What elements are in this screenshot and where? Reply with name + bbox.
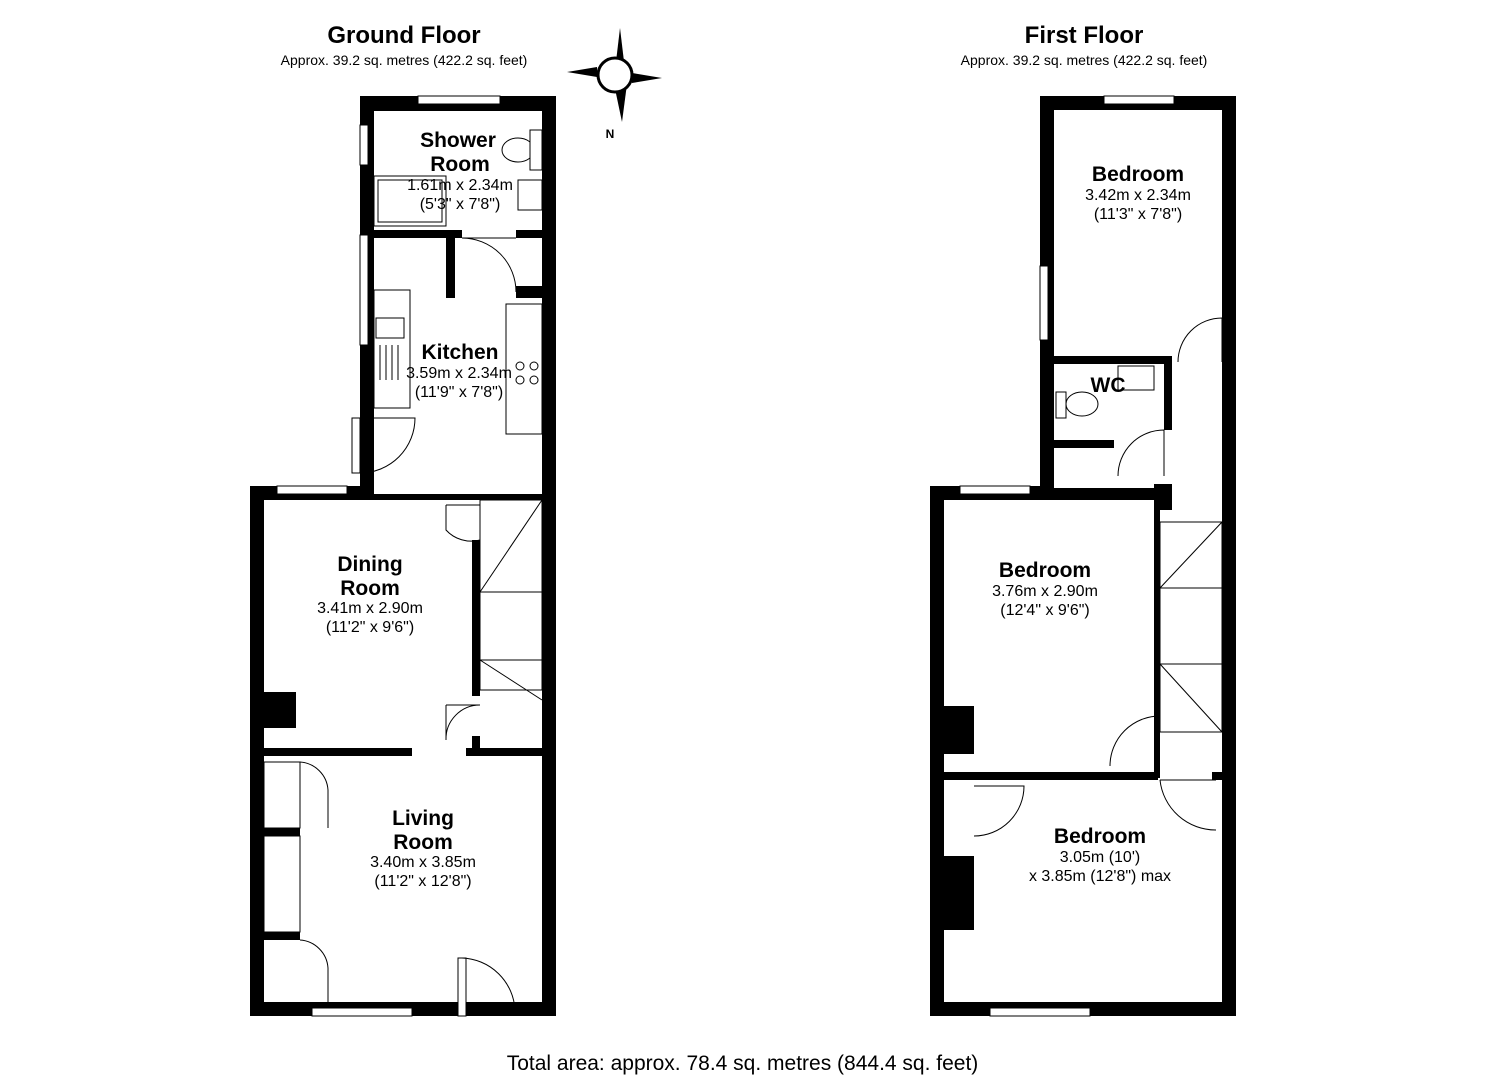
kitchen-dims: 3.59m x 2.34m — [406, 365, 512, 382]
ground-floor-area: Approx. 39.2 sq. metres (422.2 sq. feet) — [280, 52, 528, 68]
first-floor-plan — [930, 95, 1236, 1017]
first-floor-title: First Floor — [1024, 22, 1144, 49]
living-room-dims: 3.40m x 3.85m — [370, 854, 476, 871]
compass-north-label: N — [606, 127, 615, 141]
first-room-labels: Bedroom 3.42m x 2.34m (11'3" x 7'8") WC … — [992, 163, 1191, 885]
shower-room-name-2: Room — [430, 153, 490, 176]
wc-name: WC — [1091, 374, 1126, 397]
middle-bedroom-dims-imperial: (12'4" x 9'6") — [1000, 602, 1090, 619]
kitchen-name: Kitchen — [421, 341, 498, 364]
shower-room-name-1: Shower — [420, 129, 496, 152]
living-room-dims-imperial: (11'2" x 12'8") — [374, 873, 471, 890]
compass-icon: N — [567, 28, 662, 141]
dining-room-dims: 3.41m x 2.90m — [317, 600, 423, 617]
kitchen-dims-imperial: (11'9" x 7'8") — [415, 384, 503, 401]
total-area: Total area: approx. 78.4 sq. metres (844… — [506, 1052, 979, 1075]
living-room-name-2: Room — [393, 831, 453, 854]
front-bedroom-name: Bedroom — [1054, 825, 1146, 848]
living-room-name-1: Living — [392, 807, 454, 830]
front-bedroom-dims-imperial: x 3.85m (12'8") max — [1029, 868, 1171, 885]
ground-floor-title: Ground Floor — [327, 22, 481, 49]
dining-room-name-2: Room — [340, 577, 400, 600]
ground-room-labels: Shower Room 1.61m x 2.34m (5'3" x 7'8") … — [317, 129, 513, 890]
front-bedroom-dims: 3.05m (10') — [1060, 849, 1140, 866]
ground-floor-plan — [250, 95, 556, 1017]
shower-room-dims: 1.61m x 2.34m — [407, 177, 513, 194]
rear-bedroom-name: Bedroom — [1092, 163, 1184, 186]
first-floor-area: Approx. 39.2 sq. metres (422.2 sq. feet) — [960, 52, 1208, 68]
middle-bedroom-name: Bedroom — [999, 559, 1091, 582]
rear-bedroom-dims-imperial: (11'3" x 7'8") — [1094, 206, 1182, 223]
dining-room-name-1: Dining — [337, 553, 402, 576]
dining-room-dims-imperial: (11'2" x 9'6") — [326, 619, 414, 636]
middle-bedroom-dims: 3.76m x 2.90m — [992, 583, 1098, 600]
shower-room-dims-imperial: (5'3" x 7'8") — [420, 196, 501, 213]
rear-bedroom-dims: 3.42m x 2.34m — [1085, 187, 1191, 204]
